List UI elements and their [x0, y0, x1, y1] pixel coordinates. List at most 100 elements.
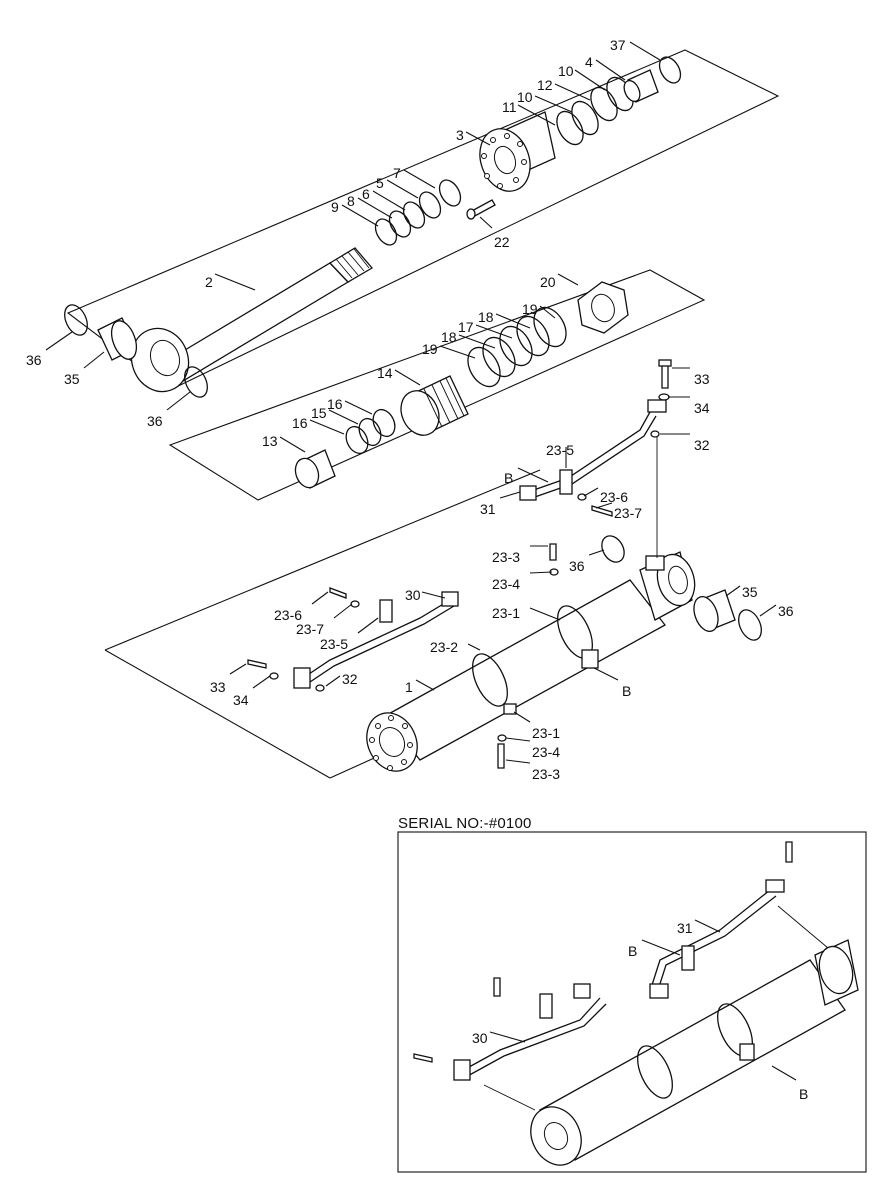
pipe-31-flange-block [647, 399, 667, 413]
part-callout-c10b: 10 [517, 89, 533, 105]
leader-line-c16a [344, 400, 373, 415]
part-callout-c18b: 18 [441, 329, 457, 345]
pipe-30-flange-block [293, 667, 311, 689]
pipe-30-edge [303, 605, 455, 687]
inset-bolt-top [785, 841, 793, 863]
inset-pipe-30-edge [463, 1003, 607, 1079]
inset-bolt-left-top [493, 977, 501, 997]
part-callout-c31a: 31 [480, 501, 496, 517]
part-callout-c9: 9 [331, 199, 339, 215]
part-callout-c5: 5 [376, 175, 384, 191]
leader-line-c20 [557, 273, 579, 286]
leader-line-c35b [725, 585, 741, 597]
leader-line-c35a [83, 351, 105, 369]
leader-line-c4 [595, 59, 626, 81]
leader-line-c11 [517, 104, 556, 126]
ring-15 [358, 417, 382, 447]
part-callout-c35b: 35 [742, 584, 758, 600]
part-callout-c1: 1 [405, 679, 413, 695]
leader-line-c10b [534, 95, 573, 113]
leader-line-c19a [539, 305, 556, 319]
part-callout-c3: 3 [456, 127, 464, 143]
inset-pipe-31-flange [765, 879, 785, 893]
seal-36-c [601, 535, 625, 563]
seal-19-a [533, 306, 567, 348]
pipe-31-edge [531, 415, 657, 499]
leader-line-c23_4a [529, 571, 553, 574]
part-callout-c36b: 36 [147, 413, 163, 429]
leader-line-c5 [386, 179, 419, 199]
part-callout-c8: 8 [347, 193, 355, 209]
clamp-23-1-b [503, 703, 517, 715]
part-callout-c36c: 36 [569, 558, 585, 574]
leader-line-c32b [325, 675, 341, 687]
leader-line-c31b [694, 919, 721, 933]
washer-23-4-b [497, 734, 507, 742]
rod-thread-lines [335, 248, 370, 279]
part-callout-c23_6a: 23-6 [600, 489, 628, 505]
clamp-band-23-2 [472, 653, 508, 707]
seal-18-b [482, 336, 516, 378]
seal-12 [590, 86, 618, 122]
rod-cover-rings [374, 179, 462, 246]
ring-7 [438, 179, 462, 207]
leader-line-c36b [166, 391, 191, 411]
part-callout-c23_5b: 23-5 [320, 636, 348, 652]
seal-36-d [738, 609, 762, 641]
leader-line-c23_6a [583, 487, 599, 497]
inset-clamp-a [637, 1045, 673, 1099]
part-callout-c36a: 36 [26, 352, 42, 368]
part-callout-c23_7b: 23-7 [296, 621, 324, 637]
inset-pipe-31-end [649, 983, 669, 999]
rod-cover-bore [493, 145, 517, 175]
pipe-30 [299, 599, 451, 681]
lock-nut-20-bore [591, 293, 615, 323]
leader-line-c23_3b [505, 759, 531, 764]
ring-9 [374, 218, 398, 246]
leader-line-c36c [588, 549, 605, 556]
inset-clamp-pipe-31 [681, 945, 695, 971]
serial-inset-frame [397, 831, 867, 1173]
part-callout-c34b: 34 [233, 692, 249, 708]
part-callout-c19b: 19 [422, 341, 438, 357]
bushing-35-lower-face [693, 596, 719, 632]
inset-port-line-b [483, 1084, 536, 1111]
part-callout-c30a: 30 [405, 587, 421, 603]
seal-10-b [571, 100, 599, 136]
inset-bottom-eye [818, 945, 854, 995]
part-callout-c33a: 33 [694, 371, 710, 387]
rod-thread [328, 247, 373, 283]
part-callout-c15: 15 [311, 405, 327, 421]
part-callout-c23_3b: 23-3 [532, 766, 560, 782]
ring-8 [388, 210, 412, 238]
dust-seal-36-b [184, 366, 208, 398]
leader-line-cBc [641, 939, 681, 956]
ring-16-a [372, 408, 396, 438]
leader-line-c16b [309, 419, 345, 435]
leader-line-c30b [489, 1031, 526, 1043]
bushing-4-face [623, 79, 641, 103]
inset-pipe-31-edge [657, 895, 777, 991]
leader-line-c14 [394, 369, 421, 386]
leader-line-c18b [458, 334, 496, 349]
part-callout-c17: 17 [458, 319, 474, 335]
piston-grooves [423, 377, 465, 428]
part-callout-c14: 14 [377, 365, 393, 381]
part-callout-c18a: 18 [478, 309, 494, 325]
part-callout-c37: 37 [610, 37, 626, 53]
part-callout-c23_4b: 23-4 [532, 744, 560, 760]
bolt-23-7-b [329, 587, 347, 599]
leader-line-c36d [759, 604, 777, 617]
dust-seal-36-a [64, 304, 88, 336]
part-callout-c23_6b: 23-6 [274, 607, 302, 623]
seal-18-a [516, 315, 550, 357]
clamp-23-5-b [379, 599, 393, 623]
leader-line-c23_7a [595, 502, 613, 509]
rod-cover-seals [556, 56, 682, 146]
inset-pipe-30 [459, 997, 601, 1073]
pipe-31 [527, 411, 651, 493]
part-callout-c30b: 30 [472, 1030, 488, 1046]
seal-11 [556, 110, 584, 146]
ring-37 [658, 56, 682, 84]
